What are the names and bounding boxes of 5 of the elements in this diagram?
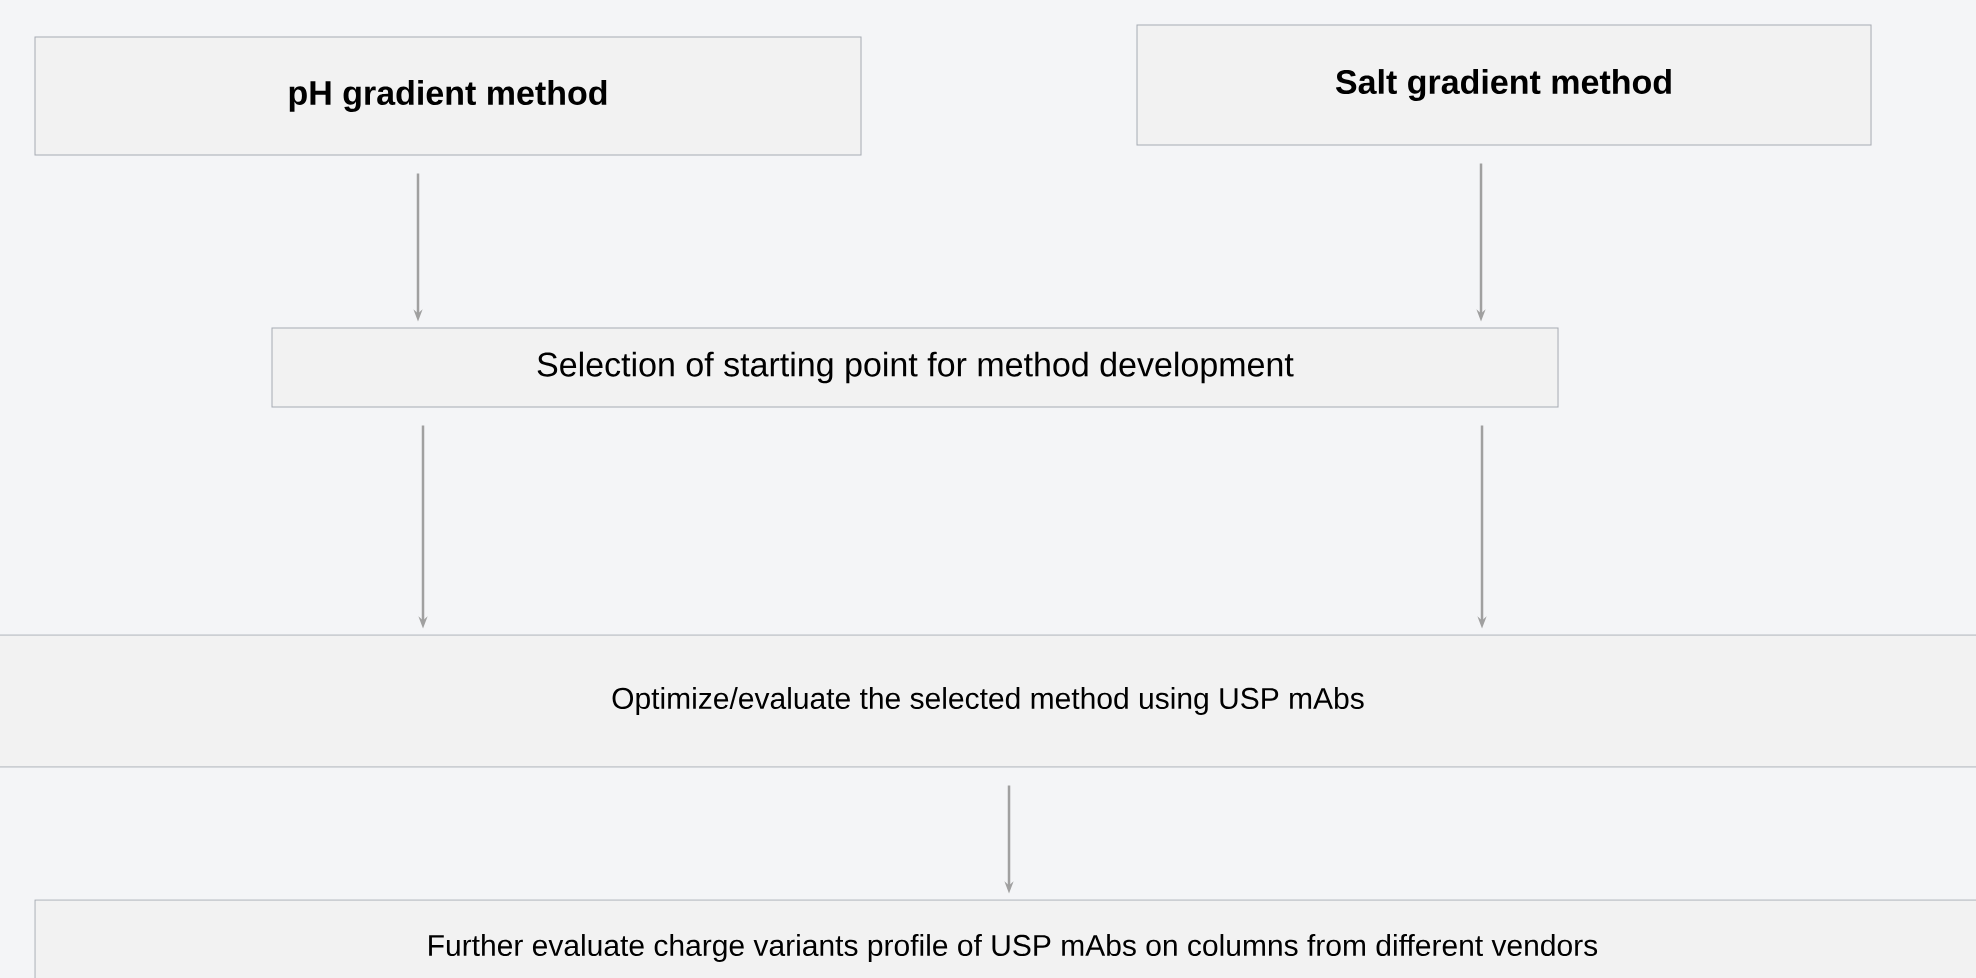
process-box: Selection of starting point for method development bbox=[271, 327, 1559, 408]
process-box: Further evaluate charge variants profile of USP mAbs on columns from different vendors bbox=[34, 899, 1976, 978]
process-box: Salt gradient method bbox=[1136, 24, 1872, 146]
process-box: Optimize/evaluate the selected method using USP mAbs bbox=[0, 634, 1976, 768]
process-box: pH gradient method bbox=[34, 36, 862, 156]
